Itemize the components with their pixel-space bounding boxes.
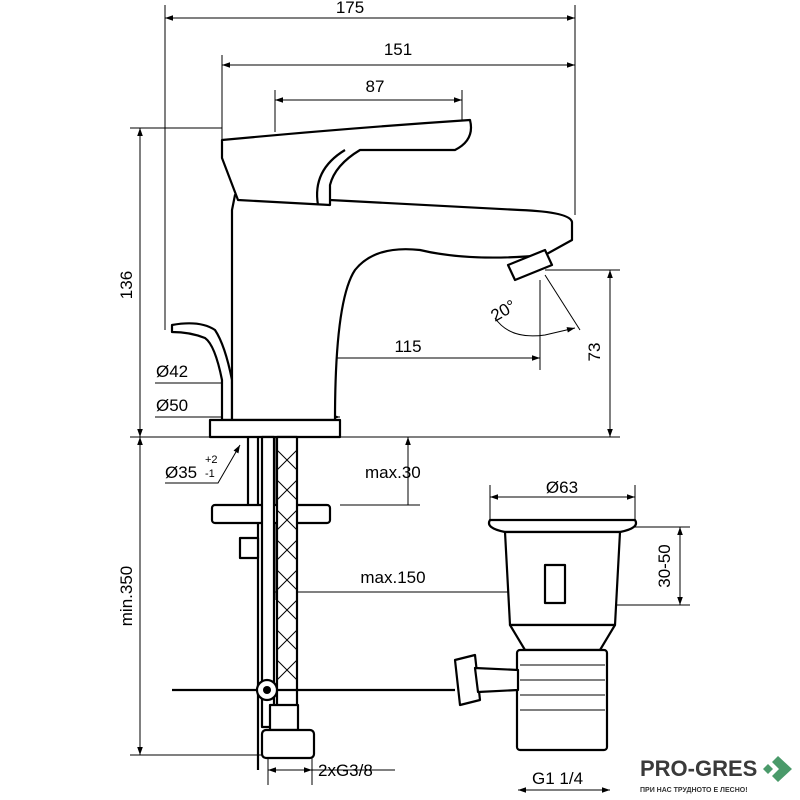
- dim-max150: max.150: [360, 568, 425, 587]
- hose-2: [260, 435, 276, 729]
- waste-tail: [515, 648, 609, 752]
- dim-min350: min.350: [117, 566, 136, 626]
- logo-chevron-icon: [772, 756, 792, 782]
- logo-diamond-icon: [763, 764, 773, 774]
- dim-d35-tol-plus: +2: [205, 454, 218, 466]
- dim-d50: Ø50: [156, 396, 188, 415]
- dim-2xg38: 2xG3/8: [318, 761, 373, 780]
- dim-max30: max.30: [365, 463, 421, 482]
- dimension-labels: 175 151 87 136 20° 73 115 Ø42 Ø50 Ø35 +2…: [117, 0, 674, 788]
- dim-115: 115: [394, 337, 421, 356]
- dim-87: 87: [366, 77, 385, 96]
- dim-151: 151: [384, 40, 412, 59]
- waste-cap: [487, 518, 638, 534]
- dim-73: 73: [585, 343, 604, 362]
- base-plate: [208, 418, 342, 439]
- faucet-body: [230, 193, 574, 422]
- faucet: [170, 118, 574, 439]
- dim-30-50: 30-50: [655, 544, 674, 587]
- dim-d63: Ø63: [546, 478, 578, 497]
- waste-lever-mark: [543, 563, 567, 605]
- flexible-hose: [275, 435, 299, 709]
- dim-136: 136: [117, 271, 136, 299]
- hose-connector: [260, 728, 316, 760]
- dim-angle: 20°: [488, 296, 520, 325]
- aerator: [506, 248, 554, 282]
- hose-nut: [268, 703, 300, 732]
- installation-parts: [172, 435, 638, 770]
- logo-brand: PRO-GRES: [640, 756, 757, 781]
- dim-d42: Ø42: [156, 362, 188, 381]
- dim-d35: Ø35: [165, 463, 197, 482]
- lever: [220, 118, 473, 207]
- dim-g114: G1 1/4: [532, 769, 583, 788]
- dim-175: 175: [336, 0, 364, 17]
- pro-gres-logo: PRO-GRES ПРИ НАС ТРУДНОТО Е ЛЕСНО!: [640, 756, 792, 794]
- pull-rod-nut: [453, 653, 482, 707]
- fixing-bolt: [238, 536, 260, 560]
- dim-d35-tol-minus: -1: [205, 468, 215, 480]
- logo-slogan: ПРИ НАС ТРУДНОТО Е ЛЕСНО!: [640, 787, 748, 794]
